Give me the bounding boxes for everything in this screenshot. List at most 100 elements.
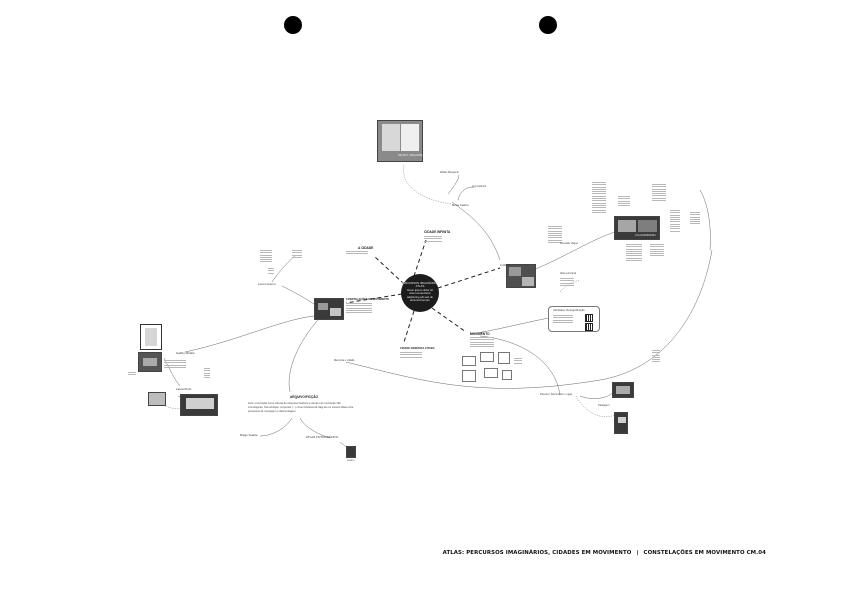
central-node-line: amet consectetur	[409, 291, 431, 296]
far-left-text	[128, 372, 136, 377]
central-node-line: adipiscing elit sed do	[407, 294, 433, 299]
magazine-image[interactable]: REVISTA / MAGAZINE	[377, 120, 423, 162]
link-arq-diego	[259, 417, 293, 437]
right-upper-label: Nouvelle Vague	[560, 242, 579, 245]
right-col-label: LUGAR	[500, 263, 511, 267]
arq-child-photo[interactable]	[346, 446, 356, 458]
link-bottom-curve	[345, 249, 713, 389]
book-cover[interactable]	[140, 324, 162, 350]
top-center-text	[424, 236, 442, 243]
arq-child-a: Diego Duarte	[240, 433, 258, 437]
bottom-center-label: CIDADE GENÉRICA CITADA	[400, 347, 435, 350]
central-node-title: PERCURSOS IMAGINÁRIOS	[401, 281, 439, 285]
right-mid-text	[626, 244, 642, 262]
link-collage-lorem	[281, 285, 315, 305]
left-photo-label: Laura Pinto	[176, 387, 192, 391]
link-right-far-up	[699, 189, 711, 251]
right-card[interactable]: Atividades: Ressignificação	[548, 306, 600, 332]
left-upper-label: A CIDADE	[358, 246, 374, 250]
right-upper-text-a	[592, 182, 606, 214]
left-mid-text-a	[260, 250, 272, 264]
left-collage-label: CONSTELAÇÕES EM MOVIMENTO	[346, 298, 389, 301]
link-magazine-dotted	[403, 164, 453, 205]
right-card-title: Atividades: Ressignificação	[553, 309, 585, 312]
far-right-list	[652, 350, 660, 364]
link-top-right	[451, 201, 501, 261]
left-mid-text-b	[292, 250, 302, 259]
right-upper-text-d	[670, 210, 680, 233]
central-node-line: lorem ipsum dolor sit	[407, 287, 433, 292]
qr-code	[585, 323, 593, 331]
right-upper-text-e	[690, 212, 700, 226]
right-screen-caption: ATLAS/WEB/MIDIA	[635, 234, 656, 237]
right-upper-text-b	[618, 196, 630, 207]
diagram-side-text	[514, 358, 522, 365]
arq-child-b: ATLAS FOTOGRÁFICO	[306, 435, 339, 439]
left-book-label: Gabby Mirelle	[176, 351, 195, 355]
link-photo-dotted	[153, 397, 183, 409]
top-center-label: CIDADE INFINITA	[424, 230, 451, 234]
link-center-right-down	[431, 307, 467, 333]
mid-right-text	[560, 278, 574, 287]
diagram-box-6	[502, 370, 512, 380]
magazine-caption: REVISTA / MAGAZINE	[398, 154, 423, 157]
book-photo[interactable]	[138, 352, 162, 372]
left-mid-text-c	[268, 268, 274, 275]
diagram-box-5	[484, 368, 498, 378]
arq-text-1: Foto: uma ficção como ciência de interes…	[248, 402, 341, 405]
footer-left: ATLAS: PERCURSOS IMAGINÁRIOS, CIDADES EM…	[442, 550, 632, 556]
diagram-box-1	[462, 356, 476, 366]
mid-right-list	[548, 226, 562, 244]
link-bottom-dotted	[575, 395, 621, 418]
right-photo[interactable]	[506, 264, 536, 288]
left-collage-image[interactable]	[314, 298, 344, 320]
left-upper-text	[346, 251, 368, 256]
right-lower-label: MOVIMENTO	[470, 332, 490, 336]
footer-title: ATLAS: PERCURSOS IMAGINÁRIOS, CIDADES EM…	[443, 550, 766, 556]
link-arq-atlas	[299, 417, 331, 439]
central-node[interactable]: PERCURSOS IMAGINÁRIOS ATLAS lorem ipsum …	[401, 274, 439, 312]
link-rosa-walter	[447, 174, 459, 195]
link-collage-arq	[288, 319, 319, 393]
right-mid-text-b	[650, 244, 664, 258]
link-center-top	[413, 239, 427, 277]
link-center-right	[437, 267, 501, 289]
link-center-left	[345, 293, 403, 304]
central-node-subtitle: ATLAS	[415, 284, 425, 289]
central-node-line: eiusmod tempor	[409, 298, 431, 303]
left-small-text	[204, 368, 210, 379]
diagram-box-2	[480, 352, 494, 362]
left-mid-label: Lorem Ipsum	[258, 282, 276, 286]
left-collage-text	[346, 303, 372, 314]
bottom-right-card[interactable]	[614, 412, 628, 434]
book-text	[164, 360, 186, 369]
link-right-dotted	[559, 279, 581, 293]
bottom-right-label: Pessoa / Movimento / Lugar	[540, 393, 573, 396]
link-right-small	[579, 391, 615, 399]
left-photo-small[interactable]	[148, 392, 166, 406]
link-left-collage-book	[184, 315, 315, 353]
left-photo-large[interactable]	[180, 394, 218, 416]
footer-separator: |	[636, 550, 639, 556]
right-upper-text-c	[652, 184, 666, 202]
arq-text-2: cronológicas. Tais arranjos, conjuntos (…	[248, 406, 354, 409]
mid-right-label: Ideia principal	[560, 272, 577, 275]
far-right-small: Paisagem	[598, 404, 610, 407]
top-small-label-b: Guy Debord	[472, 185, 486, 188]
diagram-box-3	[498, 352, 510, 364]
bottom-curve-label: Memória e cidade	[334, 359, 355, 362]
link-lorem-up	[271, 254, 297, 283]
link-center-down	[403, 310, 415, 343]
arq-child-caption: Lorem	[347, 459, 355, 462]
binder-hole-right	[539, 16, 557, 34]
arq-text-3: processos de montagem e desmontagem.	[248, 410, 297, 413]
right-screen[interactable]: ATLAS/WEB/MIDIA	[614, 216, 660, 240]
link-rosa-castro	[457, 186, 475, 201]
bottom-center-text	[400, 352, 422, 359]
top-small-label-a: Walter Benjamin	[440, 171, 459, 174]
binder-hole-left	[284, 16, 302, 34]
diagram-box-4	[462, 370, 476, 382]
bottom-right-photo[interactable]	[612, 382, 634, 398]
qr-code	[585, 314, 593, 322]
